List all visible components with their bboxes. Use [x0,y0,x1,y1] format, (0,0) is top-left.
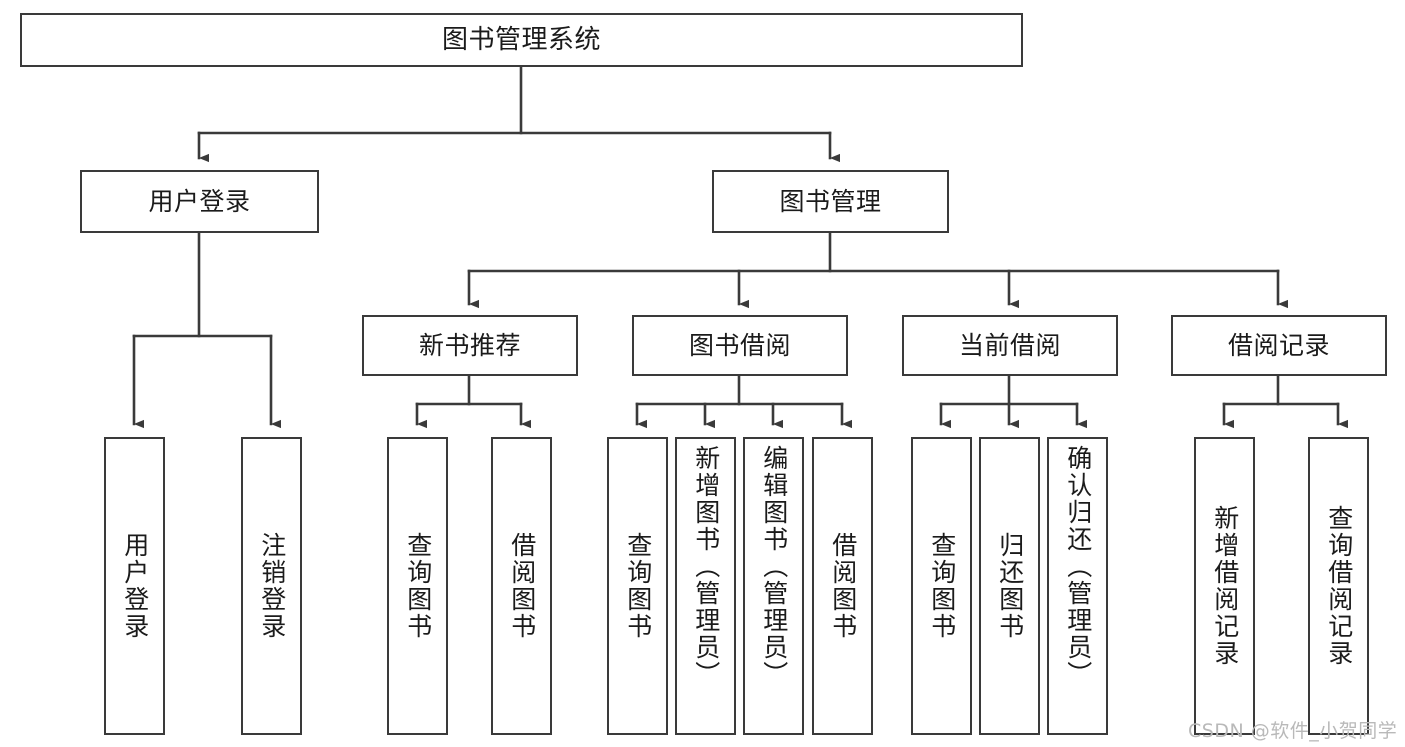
node-label: 查询图书 [927,532,957,640]
leaf-borrow-book-borrow[interactable]: 借阅图书 [812,437,873,735]
node-label: 借阅图书 [828,532,858,640]
node-label: 图书管理 [779,186,882,216]
node-book-borrow[interactable]: 图书借阅 [632,315,848,376]
leaf-add-borrow-record[interactable]: 新增借阅记录 [1194,437,1255,735]
node-label: 当前借阅 [958,330,1061,360]
node-label: 借阅图书 [507,532,537,640]
leaf-user-login[interactable]: 用户登录 [104,437,165,735]
node-label: 编辑图书（管理员） [759,445,789,688]
leaf-query-borrow-record[interactable]: 查询借阅记录 [1308,437,1369,735]
node-label: 查询借阅记录 [1324,505,1354,667]
leaf-query-book-current[interactable]: 查询图书 [911,437,972,735]
leaf-borrow-book-recommend[interactable]: 借阅图书 [491,437,552,735]
leaf-add-book-admin[interactable]: 新增图书（管理员） [675,437,736,735]
watermark-text: CSDN @软件_小贺同学 [1188,720,1398,742]
node-label: 新增图书（管理员） [691,445,721,688]
leaf-confirm-return-admin[interactable]: 确认归还（管理员） [1047,437,1108,735]
node-user-login[interactable]: 用户登录 [80,170,319,233]
node-current-borrow[interactable]: 当前借阅 [902,315,1118,376]
node-label: 新书推荐 [418,330,521,360]
node-label: 归还图书 [995,532,1025,640]
node-label: 查询图书 [403,532,433,640]
node-label: 借阅记录 [1227,330,1330,360]
node-new-book-recommend[interactable]: 新书推荐 [362,315,578,376]
node-label: 用户登录 [120,532,150,640]
node-label: 图书管理系统 [441,24,601,55]
node-book-manage[interactable]: 图书管理 [712,170,949,233]
node-borrow-record[interactable]: 借阅记录 [1171,315,1387,376]
node-label: 确认归还（管理员） [1063,445,1093,688]
node-label: 查询图书 [623,532,653,640]
leaf-query-book-borrow[interactable]: 查询图书 [607,437,668,735]
node-label: 图书借阅 [688,330,791,360]
node-label: 新增借阅记录 [1210,505,1240,667]
leaf-logout-login[interactable]: 注销登录 [241,437,302,735]
node-root-system[interactable]: 图书管理系统 [20,13,1023,67]
leaf-edit-book-admin[interactable]: 编辑图书（管理员） [743,437,804,735]
node-label: 用户登录 [148,186,251,216]
node-label: 注销登录 [257,532,287,640]
leaf-query-book-recommend[interactable]: 查询图书 [387,437,448,735]
leaf-return-book[interactable]: 归还图书 [979,437,1040,735]
